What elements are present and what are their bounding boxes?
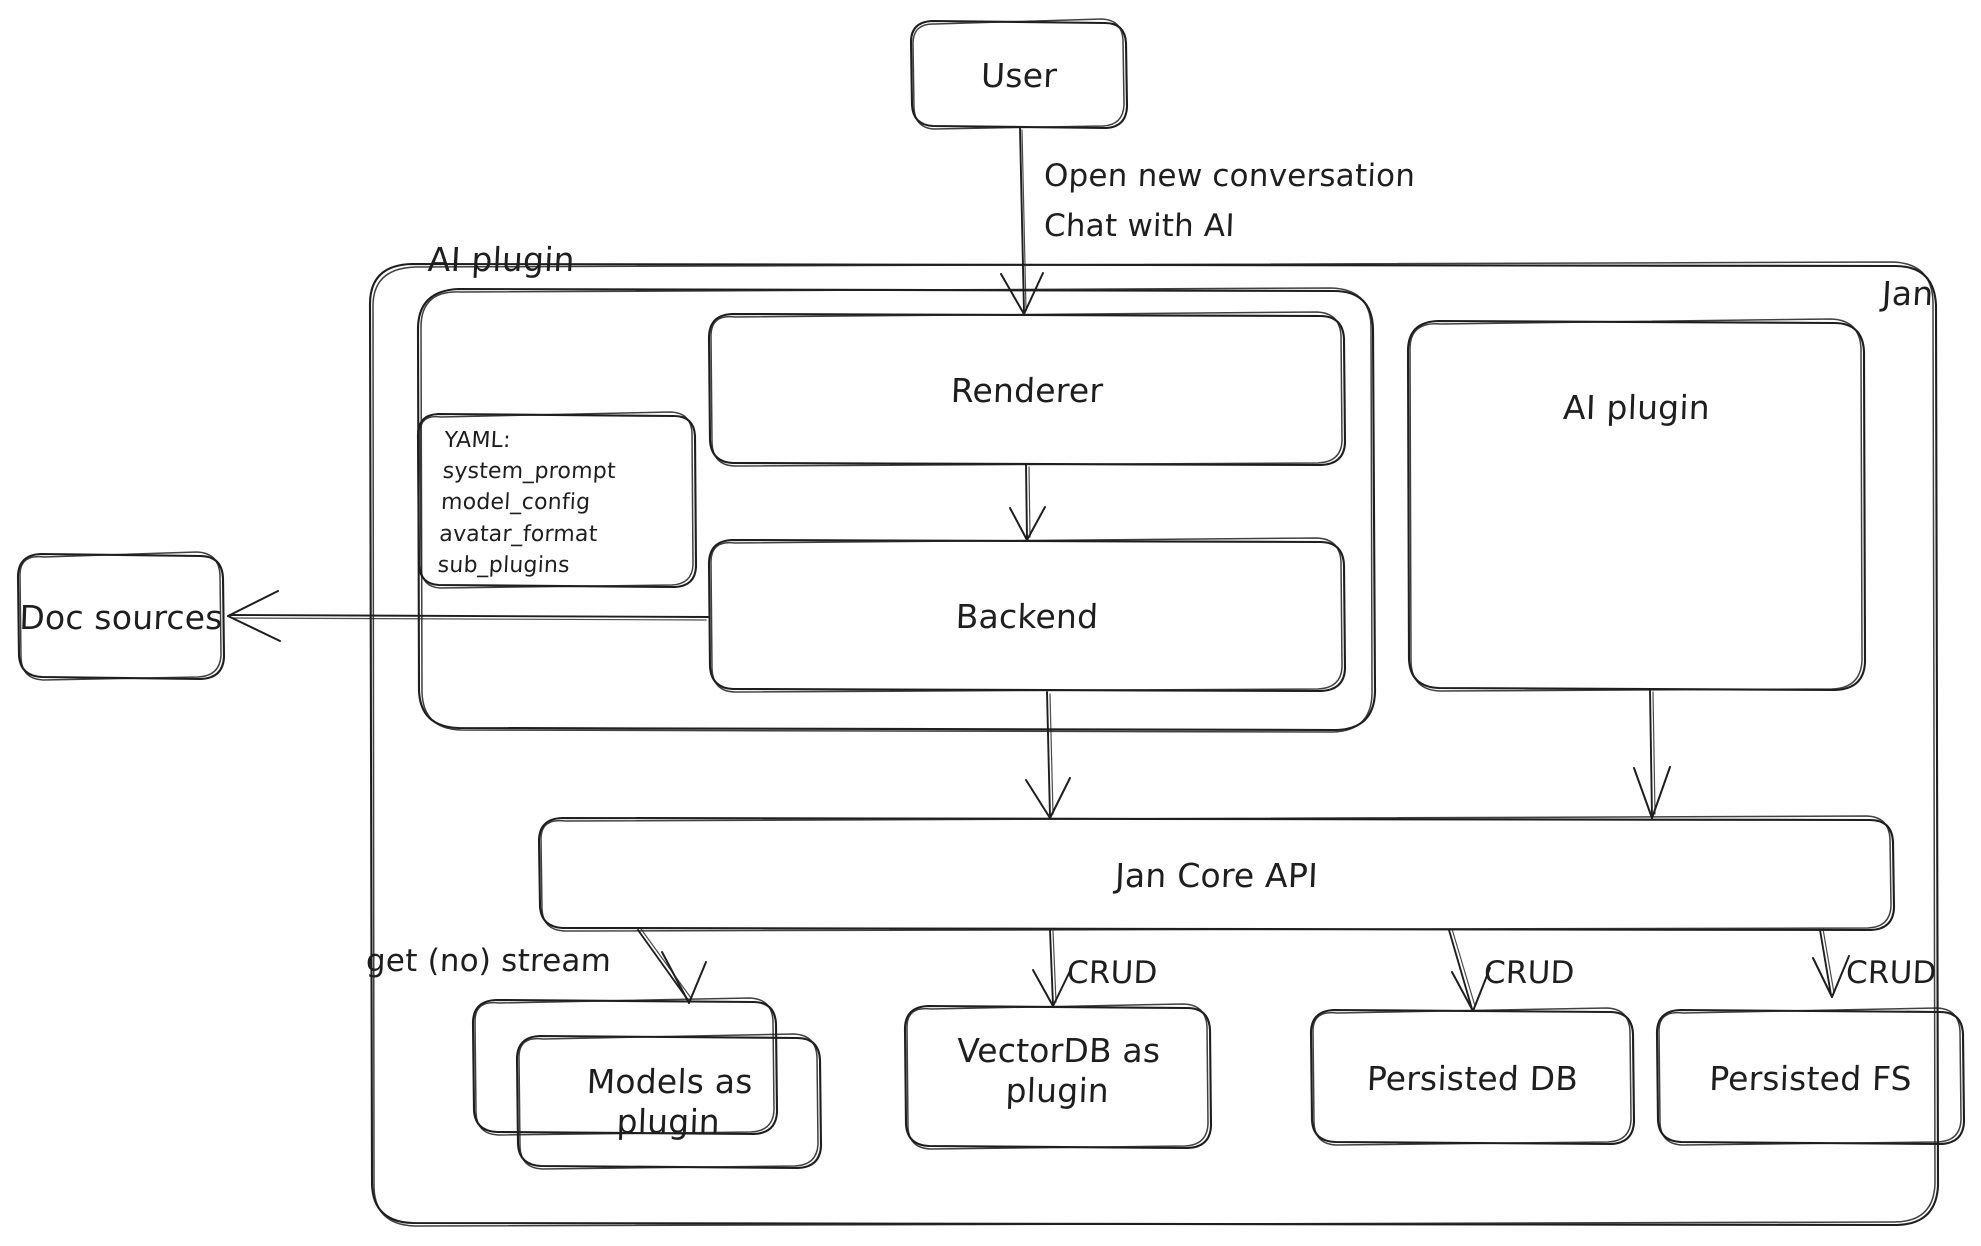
backend-node-label: Backend [955, 597, 1099, 636]
edge-label-get-no-stream: get (no) stream [365, 943, 612, 979]
edge-label-crud-persisted-db: CRUD [1483, 955, 1576, 991]
edge-core-api-to-models [637, 928, 707, 1004]
doc-sources-node-label: Doc sources [18, 598, 224, 637]
ai-plugin-node-label: AI plugin [1562, 388, 1711, 427]
edge-core-api-to-vectordb [1032, 929, 1072, 1007]
renderer-node-shape [707, 311, 1347, 467]
models-plugin-back-shape [471, 997, 779, 1136]
ai-plugin-group-label: AI plugin [427, 240, 576, 279]
edge-backend-to-core-api [1025, 691, 1071, 819]
models-plugin-node-shape [515, 1033, 823, 1170]
edge-user-to-renderer [1000, 127, 1044, 315]
jan-container-shape [368, 261, 1940, 1227]
persisted-fs-node-label: Persisted FS [1708, 1059, 1913, 1098]
edge-core-api-to-persisted-db [1448, 928, 1491, 1012]
yaml-note-shape [416, 411, 698, 589]
persisted-db-node-label: Persisted DB [1366, 1059, 1579, 1098]
user-node-shape [909, 18, 1129, 130]
edge-label-user-to-renderer-line1: Open new conversation [1043, 158, 1416, 194]
models-plugin-node-label: Models as plugin [586, 1062, 754, 1142]
edge-renderer-to-backend [1009, 464, 1046, 541]
vectordb-plugin-node-shape [903, 1003, 1213, 1150]
ai-plugin-group-shape [416, 287, 1377, 733]
backend-node-shape [707, 537, 1347, 693]
edge-label-crud-persisted-fs: CRUD [1845, 955, 1938, 991]
edge-backend-to-doc-sources [227, 590, 709, 642]
jan-core-api-node-shape [537, 815, 1896, 932]
user-node-label: User [980, 56, 1058, 95]
jan-core-api-node-label: Jan Core API [1114, 856, 1319, 895]
edge-label-user-to-renderer-line2: Chat with AI [1043, 208, 1236, 244]
doc-sources-node-shape [16, 551, 226, 681]
yaml-note-text: YAML: system_prompt model_config avatar_… [437, 428, 617, 578]
persisted-db-node-shape [1309, 1007, 1636, 1146]
ai-plugin-node-shape [1406, 318, 1867, 692]
jan-container-label: Jan [1881, 274, 1935, 313]
edge-ai-plugin-to-core-api [1633, 689, 1671, 819]
vectordb-plugin-node-label: VectorDB as plugin [956, 1031, 1162, 1111]
renderer-node-label: Renderer [950, 371, 1104, 410]
edge-core-api-to-persisted-fs [1812, 928, 1850, 998]
persisted-fs-node-shape [1655, 1007, 1966, 1146]
edge-label-crud-vectordb: CRUD [1066, 955, 1159, 991]
